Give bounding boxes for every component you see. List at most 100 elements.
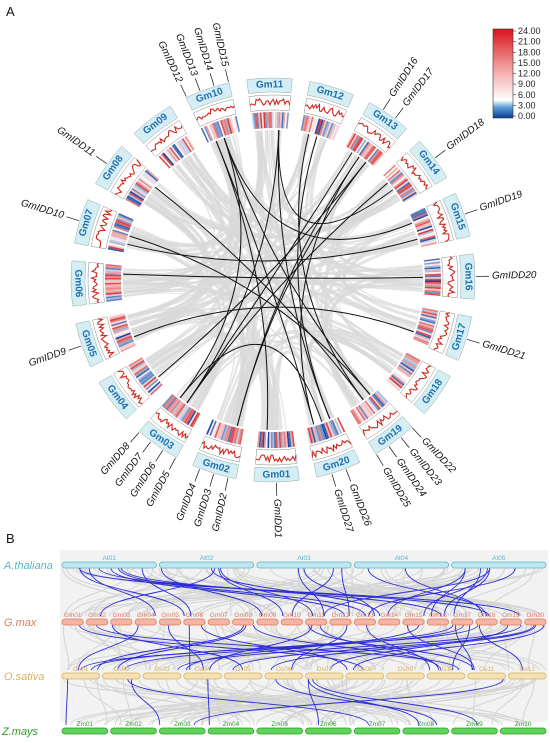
density-cell xyxy=(120,343,136,353)
density-cell xyxy=(311,117,318,134)
density-cell xyxy=(399,187,415,198)
density-cell xyxy=(109,239,126,245)
density-cell xyxy=(164,395,176,410)
density-cell xyxy=(308,116,314,133)
species-chromosome xyxy=(207,618,230,626)
species-chromosome xyxy=(305,618,328,626)
species-chromosome-label: At04 xyxy=(395,555,409,562)
synteny-curve xyxy=(161,333,224,399)
legend-tick-label: 3.00 xyxy=(518,100,536,110)
species-chromosome xyxy=(402,618,425,626)
density-cell xyxy=(134,366,149,377)
chromosome-box xyxy=(413,369,451,415)
density-cell xyxy=(209,420,217,437)
gene-tick xyxy=(345,469,352,482)
density-cell xyxy=(139,372,154,384)
synteny-background-curve xyxy=(491,678,525,726)
density-cell xyxy=(321,120,329,137)
species-chromosome-label: Os05 xyxy=(235,666,251,673)
chromosome-box xyxy=(75,320,104,368)
density-cell xyxy=(376,390,389,404)
density-cell xyxy=(166,397,179,412)
chromosome-box xyxy=(313,449,361,478)
synteny-background-curve xyxy=(226,678,334,726)
ortholog-link xyxy=(291,624,348,671)
density-cell xyxy=(315,118,323,135)
ortholog-link xyxy=(160,567,263,617)
density-cell xyxy=(142,375,156,387)
species-chromosome-label: At02 xyxy=(200,555,214,562)
density-cell xyxy=(113,326,129,334)
synteny-curve xyxy=(129,136,318,326)
synteny-background-curve xyxy=(158,567,257,617)
chromosome-box xyxy=(185,82,233,111)
density-cell xyxy=(398,184,413,195)
density-cell xyxy=(119,341,135,350)
species-chromosome xyxy=(353,727,401,735)
species-chromosome-label: Gm18 xyxy=(478,612,496,619)
species-chromosome xyxy=(451,727,498,735)
density-cell xyxy=(418,322,435,330)
density-cell xyxy=(401,190,416,201)
density-cell xyxy=(411,210,427,219)
density-cell xyxy=(415,330,432,338)
synteny-background-curve xyxy=(421,624,524,671)
chromosome-box xyxy=(362,102,408,140)
density-cell xyxy=(221,119,228,136)
synteny-background xyxy=(122,129,424,431)
density-cell xyxy=(115,332,131,340)
density-cell xyxy=(420,316,436,323)
density-cell xyxy=(157,156,170,170)
species-chromosome xyxy=(402,727,449,735)
synteny-background-curve xyxy=(69,567,203,617)
density-cell xyxy=(110,235,127,242)
ortholog-link xyxy=(78,567,520,617)
density-line xyxy=(358,122,391,149)
synteny-background-curve xyxy=(165,567,247,617)
gene-tick xyxy=(209,73,215,86)
density-cell xyxy=(261,112,265,129)
ortholog-link xyxy=(308,624,474,671)
density-cell xyxy=(112,325,129,332)
density-cell xyxy=(320,120,328,137)
synteny-background-curve xyxy=(81,567,316,617)
density-cell xyxy=(400,361,415,373)
density-cell xyxy=(259,112,263,129)
density-cell xyxy=(207,124,215,141)
density-cell xyxy=(326,421,335,438)
density-cell xyxy=(397,365,412,377)
synteny-background-curve xyxy=(315,678,512,726)
gene-tick xyxy=(400,437,410,448)
density-cell xyxy=(202,126,211,143)
density-cell xyxy=(401,359,417,370)
density-cell xyxy=(283,431,287,448)
duplication-link xyxy=(300,156,360,425)
ortholog-link xyxy=(275,678,437,726)
density-cell xyxy=(354,407,365,423)
density-cell xyxy=(182,407,193,423)
synteny-background-curve xyxy=(62,624,70,671)
density-cell xyxy=(423,258,440,262)
synteny-curve xyxy=(155,138,328,376)
species-chromosome xyxy=(134,618,157,626)
density-cell xyxy=(144,170,159,182)
species-chromosome xyxy=(232,618,255,626)
duplication-link xyxy=(154,186,364,401)
species-chromosome xyxy=(508,672,547,680)
density-cell xyxy=(180,407,192,422)
density-cell xyxy=(112,227,129,235)
density-cell xyxy=(387,378,402,390)
ortholog-link xyxy=(209,624,313,671)
duplication-link xyxy=(297,136,331,420)
species-chromosome-label: Gm12 xyxy=(332,612,350,619)
ortholog-link xyxy=(185,624,420,671)
density-cell xyxy=(352,408,363,423)
density-cell xyxy=(109,315,126,322)
species-chromosome xyxy=(475,618,498,626)
synteny-curve xyxy=(308,328,403,422)
species-chromosome xyxy=(207,727,255,735)
density-cell xyxy=(362,144,374,159)
density-cell xyxy=(416,327,433,335)
density-cell xyxy=(263,112,266,129)
density-cell xyxy=(105,295,122,299)
